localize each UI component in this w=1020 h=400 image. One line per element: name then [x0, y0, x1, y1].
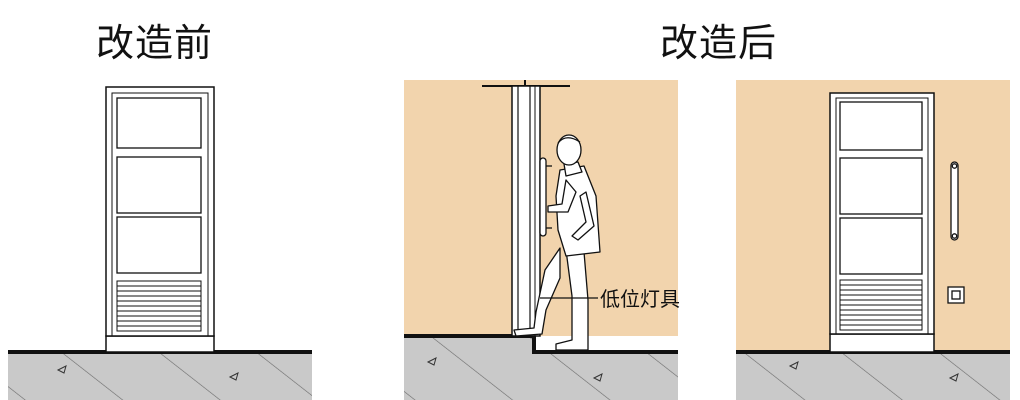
- louver-before: [116, 280, 202, 332]
- title-after: 改造后: [660, 21, 778, 65]
- low-light-callout: 低位灯具: [540, 287, 680, 311]
- door-after: [829, 92, 935, 353]
- low-light-fixture: [947, 286, 965, 304]
- ground-before: [8, 350, 312, 400]
- panel-before: [8, 86, 312, 400]
- panel-after-side: 低位灯具: [404, 80, 680, 400]
- title-before: 改造前: [96, 21, 214, 65]
- ground-front: [736, 350, 1010, 400]
- panel-after-front: [736, 80, 1010, 400]
- louver-after: [839, 279, 923, 331]
- grab-bar-front: [950, 161, 959, 241]
- door-frame-section: [482, 80, 570, 337]
- low-light-label: 低位灯具: [600, 287, 680, 311]
- ground-side: [404, 334, 678, 400]
- grab-bar-side: [539, 157, 552, 237]
- person-figure: [513, 134, 601, 351]
- door-before: [105, 86, 215, 353]
